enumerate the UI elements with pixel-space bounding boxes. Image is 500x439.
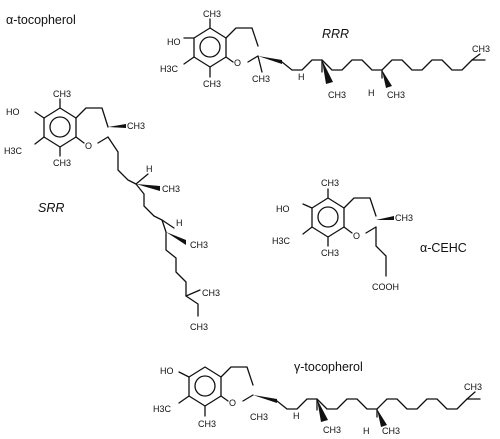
gamma-methyl-8b-label: CH3 <box>198 419 216 429</box>
srr-terminal-branch <box>185 289 201 297</box>
gamma-pyran-ring <box>220 366 254 402</box>
srr-stereocenter-1 <box>135 173 160 191</box>
srr-methyl-8b-label: CH3 <box>53 158 71 168</box>
srr-hydroxyl-label: HO <box>6 107 20 117</box>
srr-methyl-1-label: CH3 <box>162 184 180 194</box>
srr-methyl-5a-label: CH3 <box>53 89 71 99</box>
gamma-c4-methyl-label: CH3 <box>323 425 341 435</box>
gamma-substituents <box>178 371 206 417</box>
rrr-h4-label: H <box>298 72 305 82</box>
cehc-methyl-5a-label: CH3 <box>321 178 339 188</box>
gamma-phytyl-chain <box>276 398 481 410</box>
gamma-ring-oxygen-label: O <box>229 398 236 408</box>
rrr-c4-methyl-label: CH3 <box>328 90 346 100</box>
rrr-stereocenter-c8 <box>381 69 392 88</box>
srr-pyran-ring <box>75 107 109 144</box>
rrr-c2-wedge <box>258 56 282 64</box>
cehc-methyl-8b-label: CH3 <box>321 248 339 258</box>
caption-gamma-tocopherol: γ-tocopherol <box>294 360 363 374</box>
rrr-substituents <box>183 18 263 78</box>
rrr-phytyl-chain <box>281 59 486 71</box>
gamma-c2-wedge <box>253 395 277 403</box>
cehc-methyl-7a-label: H3C <box>272 236 291 246</box>
rrr-stereocenter-c4 <box>321 59 333 84</box>
cehc-c2-wedge <box>376 216 394 220</box>
gamma-terminal-branch <box>466 391 476 400</box>
gamma-hydroxyl-label: HO <box>160 366 174 376</box>
srr-substituents <box>34 98 61 157</box>
cehc-carboxyethyl-chain <box>375 226 387 277</box>
gamma-methyl-7a-label: H3C <box>153 404 172 414</box>
gamma-h4-label: H <box>293 411 300 421</box>
srr-methyl-7a-label: H3C <box>4 146 23 156</box>
rrr-terminal-branch <box>471 53 481 61</box>
rrr-ring-oxygen-label: O <box>234 58 241 68</box>
caption-alpha-cehc: α-CEHC <box>420 241 467 255</box>
srr-terminal-methyl-a-label: CH3 <box>202 288 220 298</box>
caption-alpha-tocopherol: α-tocopherol <box>6 13 76 27</box>
cehc-hydroxyl-label: HO <box>276 204 290 214</box>
gamma-stereocenter-c8 <box>376 408 387 427</box>
gamma-c2-methyl-label: CH3 <box>250 412 268 422</box>
gamma-terminal-methyl-label: CH3 <box>464 382 482 392</box>
caption-srr: SRR <box>38 201 64 215</box>
rrr-pyran-ring <box>225 27 259 63</box>
cehc-aromatic-ring <box>311 197 345 238</box>
rrr-hydroxyl-label: HO <box>167 37 181 47</box>
gamma-c8-methyl-label: CH3 <box>382 426 400 436</box>
cehc-pyran-ring <box>343 197 377 234</box>
srr-stereocenter-2 <box>161 219 186 245</box>
rrr-h8-label: H <box>368 88 375 98</box>
srr-terminal-methyl-b-label: CH3 <box>190 322 208 332</box>
srr-aromatic-ring <box>43 107 77 148</box>
srr-methyl-2-label: CH3 <box>190 240 208 250</box>
srr-phytyl-chain <box>107 136 199 317</box>
caption-rrr: RRR <box>322 27 349 41</box>
rrr-terminal-methyl-label: CH3 <box>472 44 490 54</box>
cehc-carboxyl-label: COOH <box>372 282 399 292</box>
alpha-cehc-structure: HO CH3 H3C CH3 O CH3 COOH <box>272 178 413 292</box>
rrr-methyl-7a-label: H3C <box>160 64 179 74</box>
srr-c2-wedge <box>108 124 126 128</box>
rrr-c8-methyl-label: CH3 <box>387 90 405 100</box>
cehc-substituents <box>302 188 329 247</box>
cehc-c2-methyl-label: CH3 <box>395 213 413 223</box>
rrr-aromatic-ring <box>193 27 227 68</box>
srr-h-1-label: H <box>146 164 153 174</box>
gamma-stereocenter-c4 <box>316 398 328 422</box>
rrr-c2-methyl-label: CH3 <box>252 74 270 84</box>
cehc-ring-oxygen-label: O <box>353 231 360 241</box>
rrr-methyl-5a-label: CH3 <box>203 9 221 19</box>
rrr-alpha-tocopherol-structure: HO CH3 H3C CH3 O CH3 H CH3 H CH3 CH3 <box>160 9 490 100</box>
gamma-tocopherol-structure: HO H3C CH3 O CH3 H CH3 H CH3 CH3 <box>153 366 482 436</box>
srr-alpha-tocopherol-structure: HO CH3 H3C CH3 O CH3 H CH3 H CH3 CH3 CH3 <box>4 89 220 332</box>
rrr-methyl-8b-label: CH3 <box>203 79 221 89</box>
srr-c2-methyl-label: CH3 <box>127 121 145 131</box>
gamma-h8-label: H <box>363 426 370 436</box>
srr-ring-oxygen-label: O <box>85 141 92 151</box>
srr-h-2-label: H <box>176 218 183 228</box>
gamma-aromatic-ring <box>188 366 222 407</box>
